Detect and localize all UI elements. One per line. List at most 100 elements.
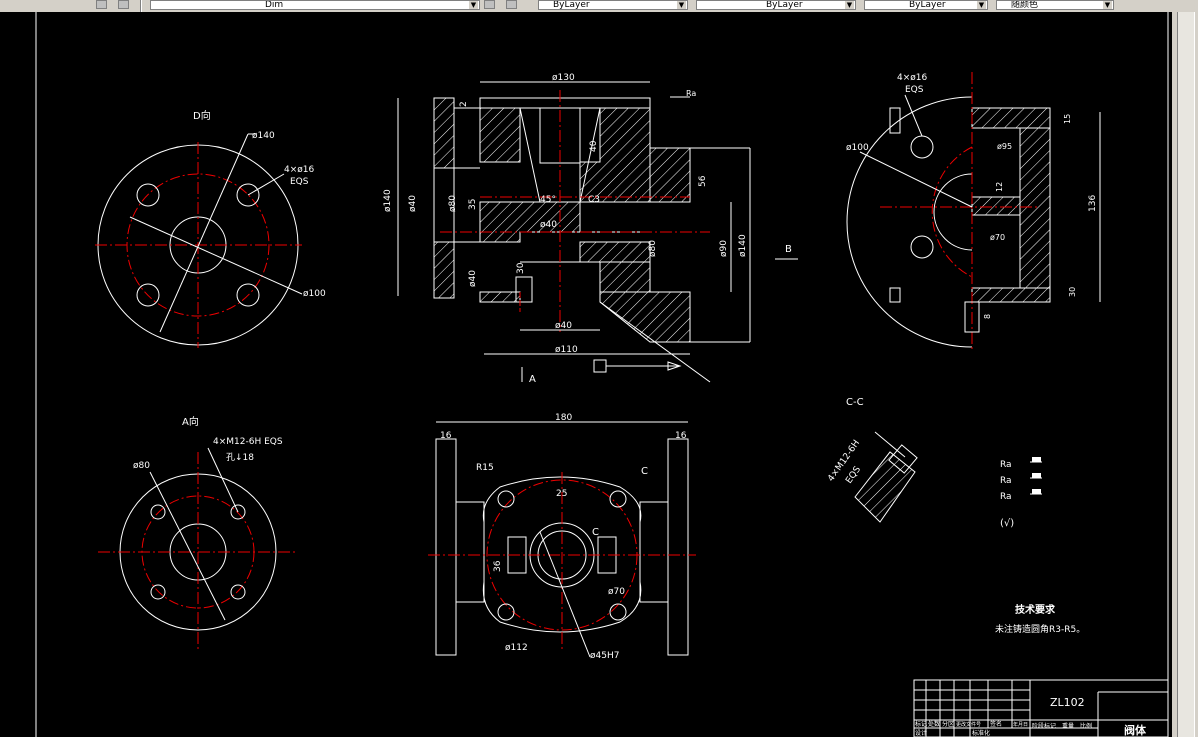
view-d-holes: 4×ø16 [284, 165, 314, 175]
side-d136: 136 [1088, 195, 1098, 212]
view-a: A向 4×M12-6H EQS 孔↓18 ø80 [98, 415, 298, 652]
dim-top-dia: ø130 [552, 73, 575, 83]
top-d70: ø70 [608, 587, 625, 597]
side-d30: 30 [1068, 287, 1077, 297]
chevron-down-icon[interactable]: ▼ [469, 1, 478, 9]
dim-chamfer: C3 [588, 195, 600, 205]
title-block-drawing-no: ZL102 [1050, 696, 1085, 709]
layer-combo-value: Dim [265, 0, 284, 10]
dim-d80b: ø80 [648, 240, 658, 257]
chevron-down-icon[interactable]: ▼ [845, 1, 854, 9]
dim-d140: ø140 [383, 189, 393, 212]
lineweight-combo[interactable]: ByLayer ▼ [864, 0, 988, 10]
view-a-title: A向 [182, 415, 199, 428]
side-d70: ø70 [990, 233, 1005, 242]
dim-35: 35 [468, 199, 478, 210]
dim-56: 56 [698, 175, 708, 187]
dim-2: 2 [459, 101, 469, 107]
layer-combo[interactable]: Dim ▼ [150, 0, 480, 10]
rough-2: Ra [1000, 476, 1012, 486]
cad-drawing: D向 ø140 4×ø16 EQS ø100 [35, 12, 1169, 737]
chevron-down-icon[interactable]: ▼ [1103, 1, 1112, 9]
layer-state-icon[interactable] [118, 0, 129, 9]
top-d45: ø45H7 [590, 651, 619, 661]
top-width: 180 [555, 413, 572, 423]
dim-d80: ø80 [448, 195, 458, 212]
scrollbar-track[interactable] [1177, 12, 1195, 737]
dim-d40d: ø40 [555, 321, 572, 331]
toolbar: Dim ▼ ByLayer ▼ ByLayer ▼ ByLayer ▼ 随颜色 … [0, 0, 1198, 13]
side-d12: 12 [995, 182, 1004, 192]
tb-c11: 比例 [1080, 722, 1092, 730]
roughness-legend: Ra Ra Ra (√) [1000, 457, 1042, 529]
top-r15: R15 [476, 463, 494, 473]
tb-c5: 签名 [990, 720, 1002, 728]
section-label-a: A [529, 374, 536, 385]
dim-40: 40 [589, 140, 599, 152]
top-d36: 36 [493, 560, 503, 572]
dim-30: 30 [516, 262, 526, 274]
title-block-part-name: 阀体 [1124, 723, 1147, 737]
title-block: ZL102 阀体 标记 处数 分区 更改文件号 签名 年月日 设计 标准化 阶段… [913, 679, 1169, 737]
vertical-scrollbar[interactable] [1172, 12, 1198, 737]
plotstyle-combo[interactable]: 随颜色 ▼ [996, 0, 1114, 10]
top-c-label: C [641, 466, 648, 477]
section-cc-note2: EQS [844, 465, 863, 486]
side-d8: 8 [983, 314, 992, 319]
tech-req-title: 技术要求 [1015, 603, 1056, 616]
linetype-combo[interactable]: ByLayer ▼ [696, 0, 856, 10]
view-d-dia-outer: ø140 [252, 131, 275, 141]
plotstyle-combo-value: 随颜色 [1011, 0, 1039, 10]
rough-3: Ra [1000, 492, 1012, 502]
rough-sym: Ra [686, 89, 696, 98]
section-label-b: B [785, 244, 792, 255]
tb-c10: 重量 [1062, 722, 1074, 730]
section-cc-title: C-C [846, 397, 864, 408]
view-a-d80: ø80 [133, 461, 150, 471]
section-cc: C-C 4×M12-6H EQS [826, 397, 918, 523]
tb-c4: 更改文件号 [956, 721, 981, 728]
make-current-icon[interactable] [484, 0, 495, 9]
color-combo[interactable]: ByLayer ▼ [538, 0, 688, 10]
chevron-down-icon[interactable]: ▼ [677, 1, 686, 9]
dim-angle: 45° [540, 195, 556, 205]
view-d-dia-bolt: ø100 [303, 289, 326, 299]
top-w16a: 16 [440, 431, 452, 441]
linetype-combo-value: ByLayer [766, 0, 803, 10]
layer-previous-icon[interactable] [506, 0, 517, 9]
rough-4: (√) [1000, 518, 1014, 529]
tb-c3: 分区 [942, 720, 954, 728]
tb-c9: 阶段标记 [1032, 722, 1056, 730]
drawing-canvas[interactable]: D向 ø140 4×ø16 EQS ø100 [0, 12, 1172, 737]
tb-c1: 标记 [915, 720, 927, 728]
tb-c2: 处数 [928, 720, 940, 728]
dim-d40b: ø40 [540, 220, 557, 230]
view-d-holes-depth: EQS [290, 177, 309, 187]
color-combo-value: ByLayer [553, 0, 590, 10]
dim-d110: ø110 [555, 345, 578, 355]
side-d15: 15 [1063, 114, 1072, 124]
tech-requirements: 技术要求 未注铸造圆角R3-R5。 [995, 603, 1085, 635]
view-a-holes: 4×M12-6H EQS [213, 437, 283, 447]
tech-req-line1: 未注铸造圆角R3-R5。 [995, 623, 1085, 635]
tb-c8: 标准化 [972, 729, 990, 737]
layer-manager-icon[interactable] [96, 0, 107, 9]
side-holes-depth: EQS [905, 85, 924, 95]
side-d95: ø95 [997, 142, 1012, 151]
view-a-depth: 孔↓18 [226, 452, 254, 463]
chevron-down-icon[interactable]: ▼ [977, 1, 986, 9]
dim-d40: ø40 [408, 195, 418, 212]
dim-40c: ø40 [468, 270, 478, 287]
section-main: ø130 ø140 ø40 ø80 35 2 40 56 45° C3 ø40 … [383, 73, 798, 385]
view-side: 136 15 30 4×ø16 EQS ø100 ø95 12 ø70 8 [846, 72, 1101, 352]
lineweight-combo-value: ByLayer [909, 0, 946, 10]
top-d25: 25 [556, 489, 567, 499]
view-d: D向 ø140 4×ø16 EQS ø100 [95, 109, 326, 348]
dim-d90: ø90 [719, 240, 729, 257]
top-c-label2: C [592, 527, 599, 538]
side-holes: 4×ø16 [897, 73, 927, 83]
view-top: 180 16 16 R15 25 C C ø70 ø112 36 ø45H7 [428, 413, 696, 661]
toolbar-separator [140, 0, 142, 12]
top-d112: ø112 [505, 643, 528, 653]
view-d-title: D向 [193, 109, 211, 122]
